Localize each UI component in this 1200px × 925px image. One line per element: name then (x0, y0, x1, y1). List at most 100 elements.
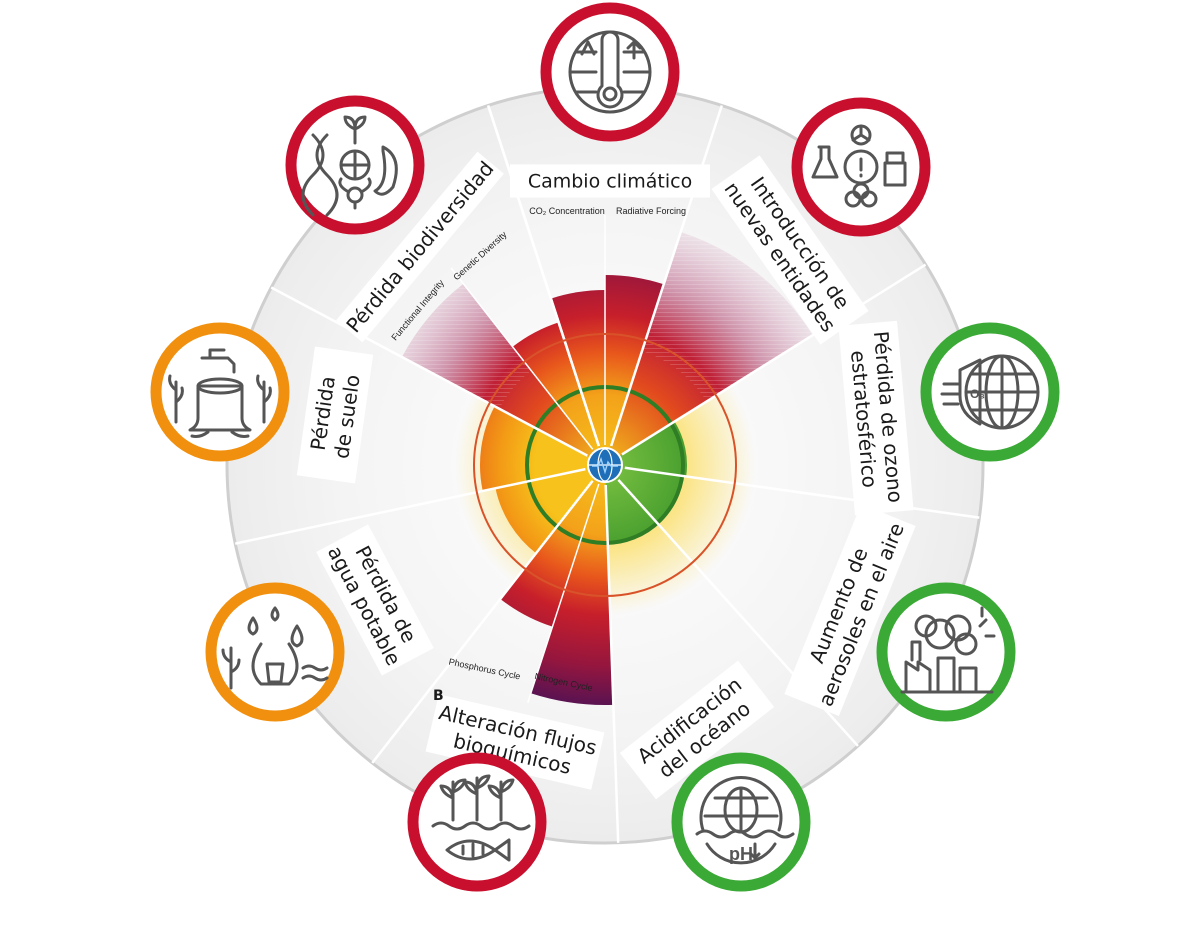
icon-stroke (954, 632, 978, 656)
icon-stroke (811, 145, 839, 179)
boundary-icons: O₃ pH (150, 2, 1060, 892)
icon-stroke (580, 40, 642, 60)
label-background (336, 151, 504, 343)
ph-text: pH (729, 844, 753, 864)
icon-stroke (883, 151, 907, 187)
icon-stroke (487, 778, 515, 822)
icon-glyph (221, 606, 329, 690)
icon-stroke (247, 606, 304, 648)
wedge-novel-entities-hatch (642, 231, 813, 402)
icon-stroke (439, 778, 467, 822)
chemical-hazard-icon (791, 97, 931, 237)
agua-status-ring (205, 582, 345, 722)
icon-stroke (924, 618, 956, 650)
sector-divider (270, 286, 588, 457)
icon-stroke (936, 656, 978, 694)
label-background (711, 155, 869, 345)
icon-stroke (301, 133, 339, 217)
icon-stroke (251, 642, 299, 686)
threshold-ring (473, 333, 737, 597)
center-globe-icon (587, 447, 623, 483)
icon-stroke (602, 86, 618, 102)
sub-divider (450, 267, 594, 450)
wedge-genetic-diversity-hatch (401, 283, 532, 409)
wedge-functional-integrity (512, 322, 605, 465)
icon-glyph: O₃ (940, 354, 1040, 430)
icon-stroke (343, 115, 367, 145)
ozone-o3-text: O₃ (970, 387, 985, 401)
wedge-freshwater (495, 465, 605, 554)
plants-fish-icon (407, 752, 547, 892)
icon-stroke (373, 145, 398, 196)
factory-smoke-icon (876, 582, 1016, 722)
sub-indicator-label: Radiative Forcing (616, 206, 686, 216)
sector-divider (604, 484, 620, 843)
water-drops-icon (205, 582, 345, 722)
wedge-phosphorus-cycle (500, 465, 605, 627)
icon-glyph (168, 348, 272, 438)
sub-divider (527, 483, 600, 703)
sector-divider (609, 105, 723, 447)
icon-stroke (851, 124, 871, 142)
wedge-land-system (480, 406, 605, 491)
icon-glyph (900, 606, 996, 694)
label-background (510, 164, 710, 198)
icon-glyph (301, 115, 398, 217)
sub-indicator-label: CO₂ Concentration (529, 206, 605, 216)
sector-divider (621, 263, 927, 456)
wedge-aerosols (605, 465, 667, 512)
label-background (838, 320, 914, 516)
icon-stroke (984, 354, 1020, 430)
partial-label-letter: B (433, 688, 444, 704)
icon-stroke (463, 774, 491, 822)
icon-stroke (699, 776, 783, 832)
icon-stroke (339, 149, 371, 181)
clima-status-ring (540, 2, 680, 142)
label-clima: Cambio climático (510, 164, 710, 198)
icon-stroke (914, 614, 938, 638)
icon-stroke (964, 354, 1040, 430)
ocean-ph-icon: pH (671, 752, 811, 892)
label-line: Cambio climático (528, 170, 692, 192)
dna-globe-fish-icon (285, 95, 425, 235)
sector-divider (624, 466, 980, 519)
icon-stroke (168, 374, 272, 424)
icon-stroke (338, 177, 372, 210)
wedge-ozone (605, 421, 687, 477)
label-background (619, 660, 775, 800)
wedge-nitrogen-cycle (530, 465, 614, 705)
icon-glyph (431, 774, 531, 862)
icon-stroke (940, 382, 960, 406)
icon-stroke (445, 838, 511, 862)
sector-divider (487, 105, 601, 447)
icon-stroke (200, 348, 236, 374)
icon-stroke (978, 606, 996, 638)
wedge-ocean (605, 465, 654, 537)
label-background (425, 694, 605, 790)
icon-stroke (431, 821, 531, 831)
icon-stroke (265, 662, 285, 684)
icon-glyph: pH (695, 776, 795, 865)
label-background (296, 346, 374, 484)
ozone-shield-icon: O₃ (920, 322, 1060, 462)
icon-stroke (852, 182, 870, 200)
icon-stroke (188, 384, 252, 432)
icon-stroke (221, 646, 241, 690)
icon-glyph (568, 30, 652, 114)
icon-stroke (596, 30, 624, 109)
icon-stroke (958, 358, 982, 426)
icon-stroke (749, 842, 761, 860)
icon-glyph (811, 124, 907, 208)
aerosoles-status-ring (876, 582, 1016, 722)
sector-divider (371, 479, 594, 764)
icon-stroke (705, 842, 777, 865)
tree-stump-icon (150, 322, 290, 462)
icon-stroke (301, 664, 329, 682)
icon-stroke (703, 786, 779, 832)
icon-stroke (695, 829, 795, 839)
climate-thermometer-icon (540, 2, 680, 142)
label-background (784, 503, 916, 717)
